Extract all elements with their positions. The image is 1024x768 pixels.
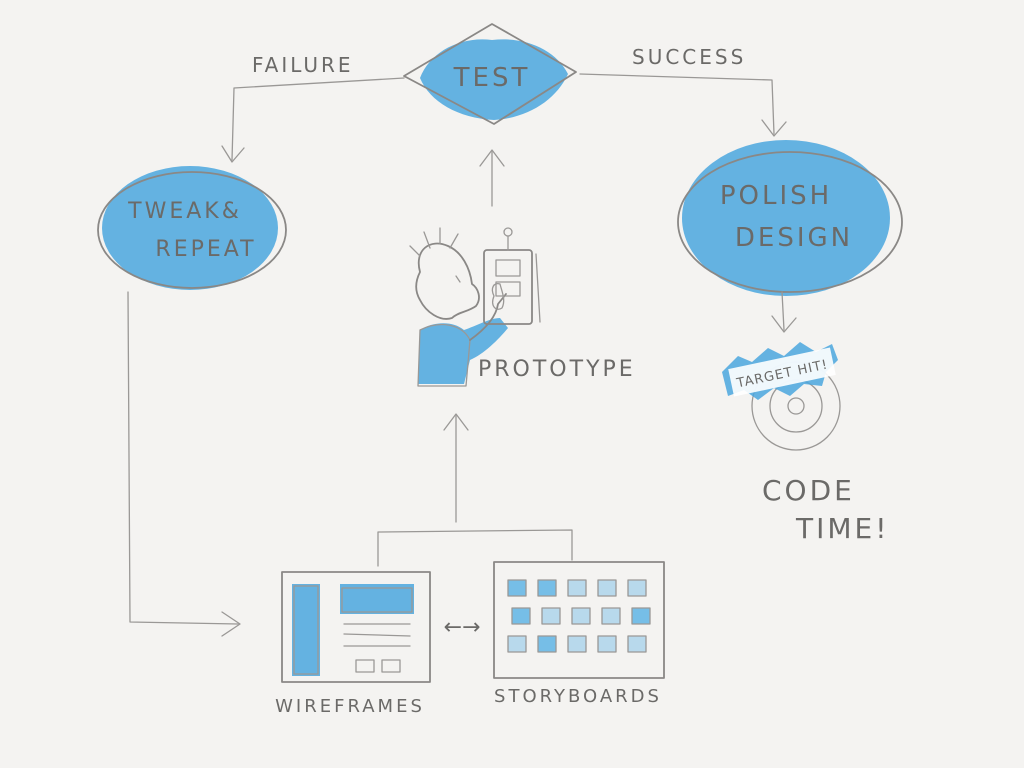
success-label: SUCCESS bbox=[632, 45, 746, 69]
prototype-label: PROTOTYPE bbox=[478, 357, 636, 382]
tweak-repeat-label-line2: REPEAT bbox=[155, 237, 256, 262]
code-time-line2: TIME! bbox=[795, 512, 889, 545]
tweak-repeat-node: TWEAK& REPEAT bbox=[98, 166, 286, 290]
code-time-line1: CODE bbox=[762, 474, 855, 507]
test-label: TEST bbox=[453, 63, 531, 93]
bidirectional-arrow: ←→ bbox=[444, 615, 481, 640]
person-with-device-icon: PROTOTYPE bbox=[410, 228, 636, 386]
storyboards-node: STORYBOARDS bbox=[494, 562, 664, 707]
wireframes-label: WIREFRAMES bbox=[275, 696, 425, 717]
failure-label: FAILURE bbox=[252, 53, 354, 77]
code-time-note: CODE TIME! bbox=[762, 474, 889, 545]
artifacts-to-prototype-edge bbox=[378, 414, 572, 566]
polish-design-label-line2: DESIGN bbox=[735, 223, 853, 253]
tweak-repeat-label-line1: TWEAK& bbox=[127, 199, 242, 224]
failure-edge: FAILURE bbox=[222, 53, 404, 162]
polish-design-node: POLISH DESIGN bbox=[678, 140, 902, 296]
loop-back-edge bbox=[128, 292, 240, 636]
storyboards-label: STORYBOARDS bbox=[494, 686, 662, 707]
target-hit-badge: TARGET HIT! bbox=[722, 342, 838, 400]
polish-design-label-line1: POLISH bbox=[720, 181, 832, 211]
polish-to-target-edge bbox=[772, 292, 796, 332]
prototype-to-test-edge bbox=[480, 150, 504, 206]
success-edge: SUCCESS bbox=[580, 45, 786, 136]
test-node: TEST bbox=[404, 24, 576, 124]
wireframes-node: WIREFRAMES bbox=[275, 572, 430, 717]
